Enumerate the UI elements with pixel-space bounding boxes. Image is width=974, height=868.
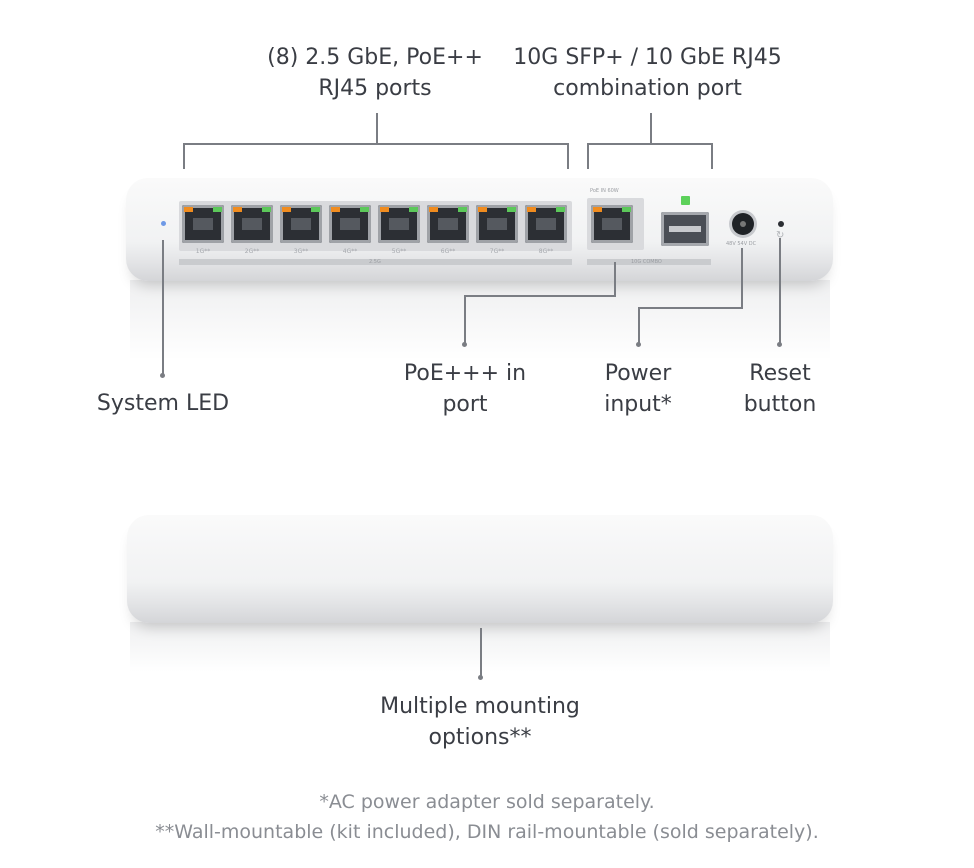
callout-power-input-line2: input* <box>604 392 672 417</box>
rj45-port-3[interactable] <box>280 205 322 243</box>
port-label-7: 7G** <box>489 248 505 255</box>
dot-system-led <box>160 373 165 378</box>
footnote-ac-adapter: *AC power adapter sold separately. <box>319 791 655 813</box>
callout-combo-port-line1: 10G SFP+ / 10 GbE RJ45 <box>513 45 782 70</box>
port-label-8: 8G** <box>538 248 554 255</box>
line-power-drop <box>741 248 743 308</box>
rj45-port-4[interactable] <box>329 205 371 243</box>
port-label-4: 4G** <box>342 248 358 255</box>
system-led <box>161 221 166 226</box>
line-power-horizontal <box>638 307 743 309</box>
rj45-port-6[interactable] <box>427 205 469 243</box>
port-label-5: 5G** <box>391 248 407 255</box>
callout-combo-port-line2: combination port <box>553 76 742 101</box>
front-device: 2.5G 1G** 2G** 3G** 4G** 5G** 6G** 7G** … <box>126 178 833 281</box>
dot-poe-in <box>462 342 467 347</box>
reset-icon: ↻ <box>776 230 785 241</box>
callout-mounting-line2: options** <box>428 725 532 750</box>
rj45-port-8[interactable] <box>525 205 567 243</box>
reset-button[interactable] <box>778 221 784 227</box>
dot-power <box>636 342 641 347</box>
line-system-led <box>162 240 164 376</box>
line-poe-in-stem <box>464 295 466 345</box>
rj45-port-strip <box>179 259 572 265</box>
rj45-port-1[interactable] <box>182 205 224 243</box>
port-label-2: 2G** <box>244 248 260 255</box>
power-label: 48V 54V DC <box>726 241 757 247</box>
combo-bottom-label: 10G COMBO <box>631 259 662 265</box>
bracket-combo-right <box>711 143 713 169</box>
rj45-port-7[interactable] <box>476 205 518 243</box>
callout-system-led: System LED <box>83 388 243 419</box>
rj45-port-5[interactable] <box>378 205 420 243</box>
callout-power-input-line1: Power <box>604 361 672 386</box>
dot-mounting <box>478 675 483 680</box>
power-input-jack[interactable] <box>732 213 754 235</box>
rj45-port-2[interactable] <box>231 205 273 243</box>
line-mounting <box>480 628 482 678</box>
callout-mounting: Multiple mounting options** <box>330 691 630 753</box>
line-power-stem <box>638 307 640 345</box>
port-label-3: 3G** <box>293 248 309 255</box>
callout-poe-in-line1: PoE+++ in <box>403 361 527 386</box>
callout-2g5-ports-line1: (8) 2.5 GbE, PoE++ <box>267 45 483 70</box>
sfp-port[interactable] <box>661 212 709 246</box>
bottom-device <box>127 515 833 623</box>
line-poe-in-horizontal <box>464 295 616 297</box>
combo-rj45-port[interactable] <box>591 205 633 243</box>
bracket-2g5-left <box>183 143 185 169</box>
bracket-2g5-stem <box>376 113 378 143</box>
combo-strip <box>587 259 711 265</box>
callout-system-led-line1: System LED <box>96 391 230 416</box>
callout-poe-in-line2: port <box>442 392 488 417</box>
callout-reset-button: Reset button <box>720 358 840 420</box>
port-label-1: 1G** <box>195 248 211 255</box>
line-poe-in-drop <box>614 262 616 296</box>
callout-combo-port: 10G SFP+ / 10 GbE RJ45 combination port <box>500 42 795 104</box>
bracket-2g5-right <box>567 143 569 169</box>
front-device-reflection <box>130 280 830 360</box>
callout-mounting-line1: Multiple mounting <box>380 694 580 719</box>
bracket-combo-left <box>587 143 589 169</box>
line-reset <box>779 238 781 345</box>
callout-power-input: Power input* <box>578 358 698 420</box>
callout-2g5-ports: (8) 2.5 GbE, PoE++ RJ45 ports <box>250 42 500 104</box>
bracket-2g5-bar <box>183 143 569 145</box>
combo-top-label: PoE IN 60W <box>590 188 619 194</box>
callout-2g5-ports-line2: RJ45 ports <box>318 76 432 101</box>
dot-reset <box>777 342 782 347</box>
bracket-combo-stem <box>650 113 652 143</box>
rj45-group-label: 2.5G <box>369 259 381 265</box>
footnote-mounting: **Wall-mountable (kit included), DIN rai… <box>155 821 819 843</box>
callout-poe-in: PoE+++ in port <box>390 358 540 420</box>
callout-reset-button-line2: button <box>743 392 817 417</box>
sfp-led <box>681 196 690 205</box>
bracket-combo-bar <box>587 143 713 145</box>
port-label-6: 6G** <box>440 248 456 255</box>
callout-reset-button-line1: Reset <box>749 361 811 386</box>
